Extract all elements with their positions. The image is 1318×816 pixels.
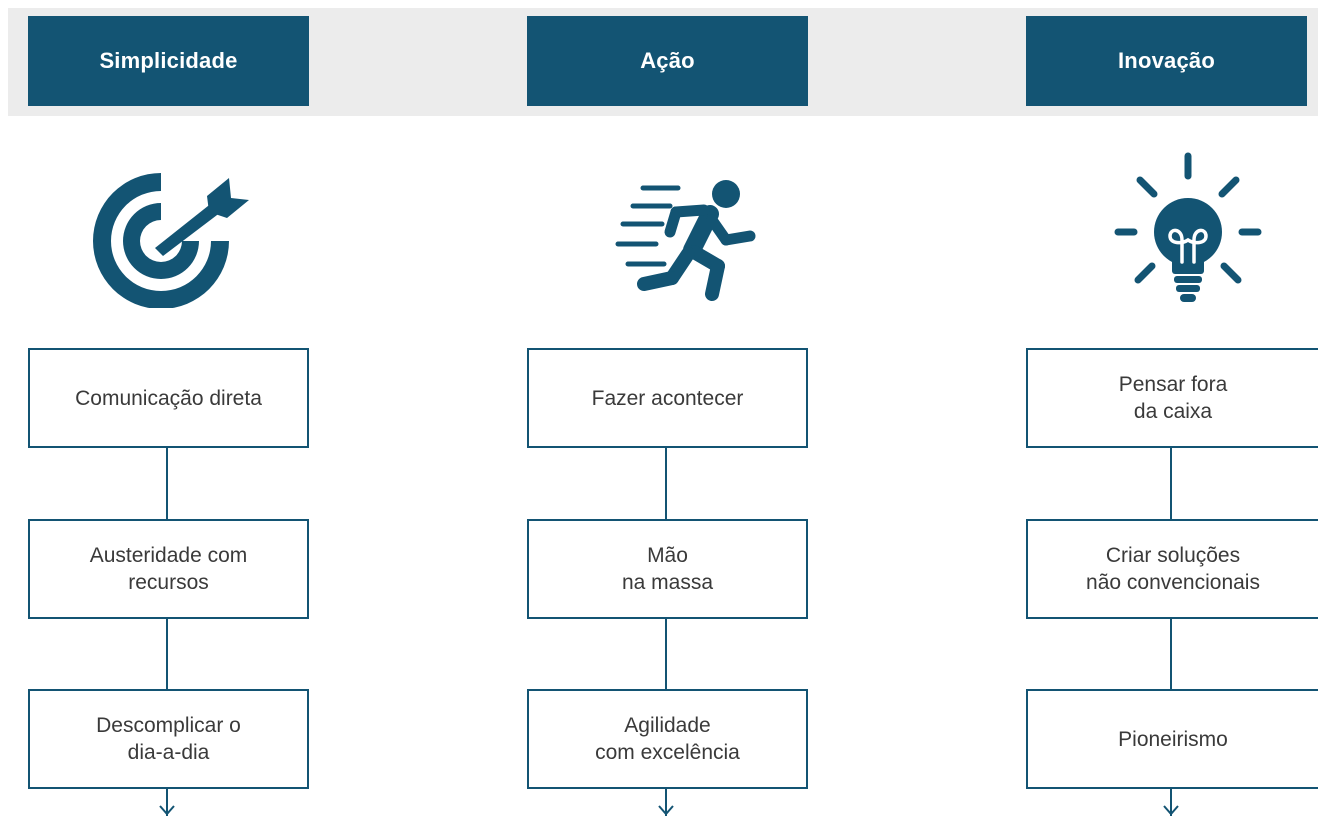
value-box: Agilidade com excelência (527, 689, 808, 789)
arrow-down-icon (1163, 805, 1179, 816)
value-line: não convencionais (1086, 571, 1260, 594)
value-box: Pensar fora da caixa (1026, 348, 1318, 448)
connector-line (166, 619, 168, 689)
value-line: com excelência (595, 741, 740, 764)
value-line: Descomplicar o (96, 714, 241, 737)
column-title: Simplicidade (28, 16, 309, 106)
running-person-icon (578, 148, 758, 318)
connector-line (166, 789, 168, 816)
connector-line (1170, 619, 1172, 689)
value-line: Austeridade com (89, 544, 248, 567)
value-line: Comunicação direta (75, 386, 262, 410)
value-line: na massa (621, 571, 714, 594)
value-line: Fazer acontecer (591, 386, 744, 410)
value-box: Criar soluções não convencionais (1026, 519, 1318, 619)
connector-line (665, 789, 667, 816)
value-line: da caixa (1133, 400, 1213, 423)
connector-line (1170, 448, 1172, 519)
connector-line (665, 448, 667, 519)
value-line: Agilidade (624, 714, 711, 737)
value-box: Fazer acontecer (527, 348, 808, 448)
target-arrow-icon (79, 148, 259, 318)
column-acao: Ação (527, 0, 808, 816)
connector-line (665, 619, 667, 689)
value-line: Criar soluções (1105, 544, 1241, 567)
value-line: Pensar fora (1118, 373, 1228, 396)
value-box: Comunicação direta (28, 348, 309, 448)
column-title: Inovação (1026, 16, 1307, 106)
connector-line (1170, 789, 1172, 816)
arrow-down-icon (658, 805, 674, 816)
column-inovacao: Inovação (1026, 0, 1318, 816)
column-simplicidade: Simplicidade Comunicação direta (28, 0, 309, 816)
value-line: recursos (128, 571, 209, 594)
value-box: Descomplicar o dia-a-dia (28, 689, 309, 789)
connector-line (166, 448, 168, 519)
value-box: Austeridade com recursos (28, 519, 309, 619)
arrow-down-icon (159, 805, 175, 816)
value-line: Mão (647, 544, 688, 567)
light-bulb-icon (1098, 148, 1278, 318)
value-line: Pioneirismo (1118, 727, 1228, 751)
value-box: Pioneirismo (1026, 689, 1318, 789)
column-title: Ação (527, 16, 808, 106)
value-line: dia-a-dia (127, 741, 210, 764)
value-box: Mão na massa (527, 519, 808, 619)
